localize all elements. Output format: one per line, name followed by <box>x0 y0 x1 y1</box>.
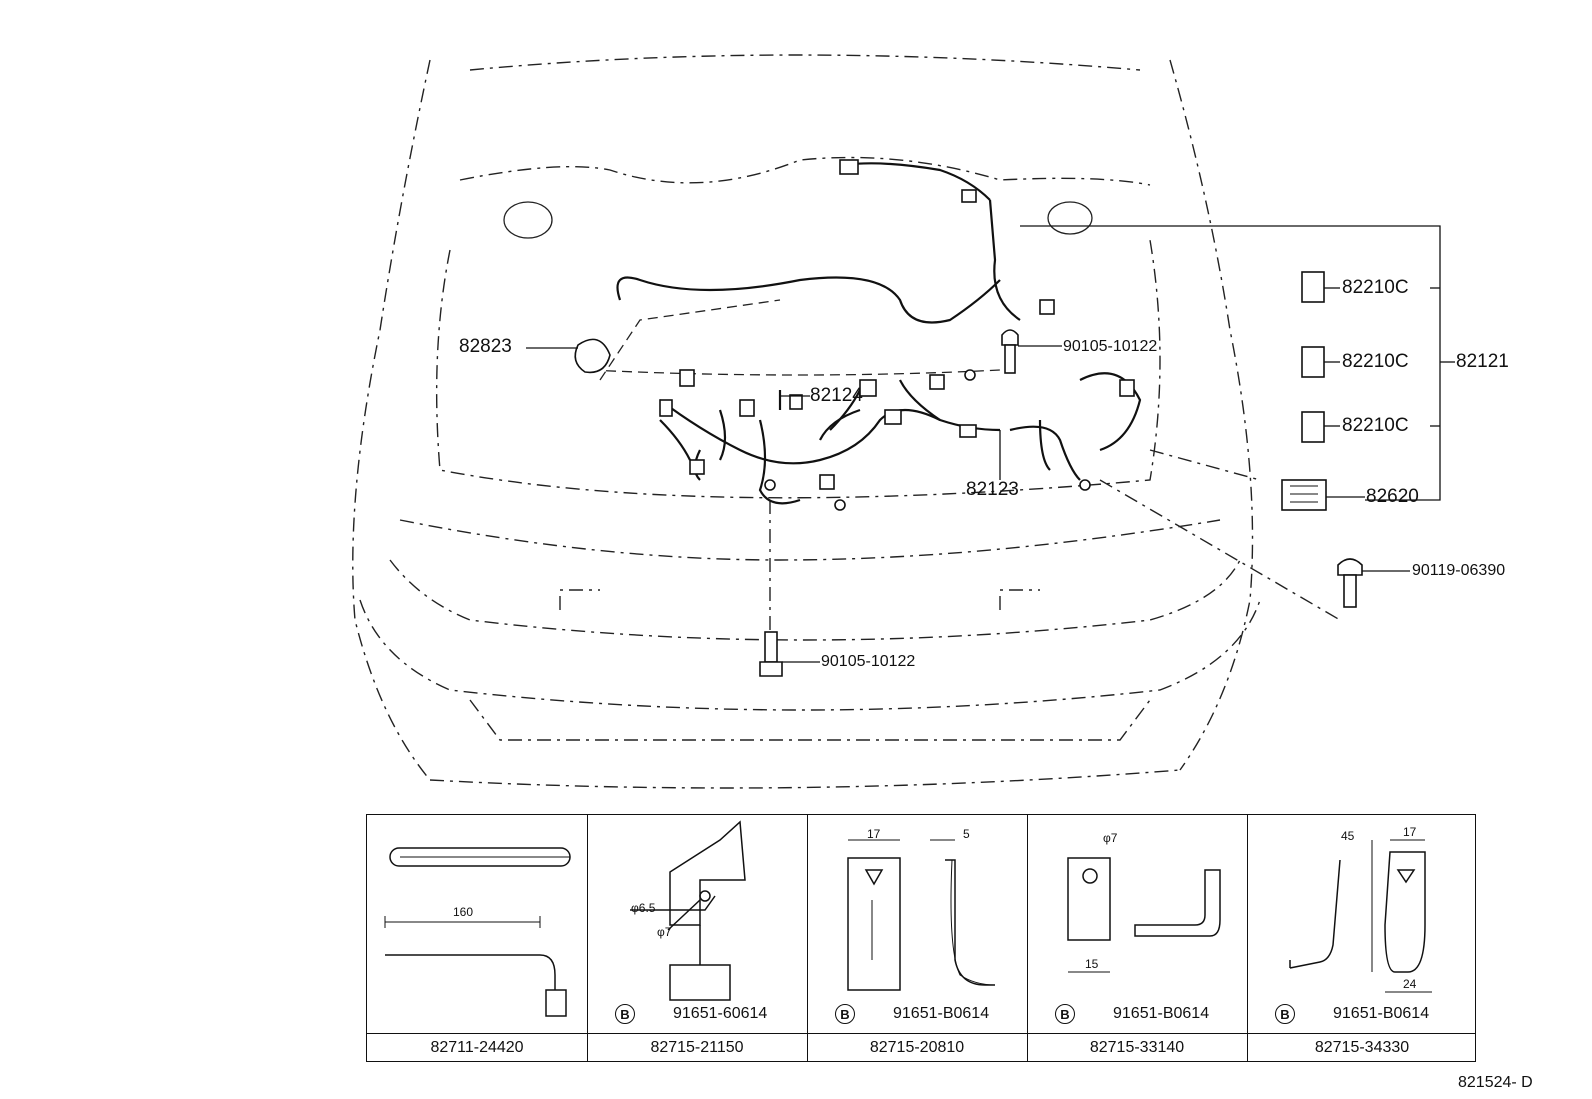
callout-90105-bottom: 90105-10122 <box>821 653 916 670</box>
table-divider <box>807 815 808 1061</box>
dimension-label: 15 <box>1085 957 1099 971</box>
dimension-label: φ7 <box>657 925 672 939</box>
bolt-marker-icon: B <box>1275 1004 1295 1024</box>
connector <box>659 159 1135 511</box>
dimension-label: φ6.5 <box>631 901 656 915</box>
part-code: 82715-34330 <box>1314 1039 1410 1056</box>
bolt-code: 91651-B0614 <box>1333 1005 1430 1022</box>
callout-90119: 90119-06390 <box>1412 562 1506 579</box>
dimension-label: 17 <box>867 827 881 841</box>
callout-90105-top: 90105-10122 <box>1063 338 1158 355</box>
drawing-code: 821524- D <box>1458 1074 1533 1091</box>
bolt-code: 91651-60614 <box>673 1005 768 1022</box>
callout-82210c-3: 82210C <box>1342 415 1409 436</box>
callout-82620: 82620 <box>1366 486 1419 507</box>
part-code: 82715-33140 <box>1089 1039 1185 1056</box>
table-divider <box>587 815 588 1061</box>
table-row-divider <box>367 1033 1475 1034</box>
dimension-label: 45 <box>1341 829 1355 843</box>
parts-table: 160 82711-24420 φ6.5 φ7 B 91651-60614 82… <box>366 814 1476 1062</box>
dimension-label: 17 <box>1403 825 1417 839</box>
callout-82121: 82121 <box>1456 351 1509 372</box>
dimension-label: 160 <box>453 905 474 919</box>
callout-82823: 82823 <box>459 336 512 357</box>
bolt-code: 91651-B0614 <box>1113 1005 1210 1022</box>
bolt-marker-icon: B <box>1055 1004 1075 1024</box>
bolt-icon <box>759 631 783 677</box>
part-code: 82711-24420 <box>430 1039 524 1056</box>
callout-82124: 82124 <box>810 385 863 406</box>
bolt-marker-icon: B <box>615 1004 635 1024</box>
callout-82123: 82123 <box>966 479 1019 500</box>
table-divider <box>1247 815 1248 1061</box>
bolt-marker-icon: B <box>835 1004 855 1024</box>
part-code: 82715-20810 <box>869 1039 965 1056</box>
dimension-label: 24 <box>1403 977 1417 991</box>
callout-82210c-2: 82210C <box>1342 351 1409 372</box>
part-code: 82715-21150 <box>650 1039 744 1056</box>
bolt-code: 91651-B0614 <box>893 1005 990 1022</box>
callout-82210c-1: 82210C <box>1342 277 1409 298</box>
table-divider <box>1027 815 1028 1061</box>
bolt-icon <box>1001 329 1019 374</box>
dimension-label: 5 <box>963 827 970 841</box>
wire-harness <box>616 162 1142 505</box>
dimension-label: φ7 <box>1103 831 1118 845</box>
relay-cap-icon <box>574 338 611 374</box>
bolt-icon <box>1337 558 1363 608</box>
relay-icon <box>1281 271 1327 511</box>
